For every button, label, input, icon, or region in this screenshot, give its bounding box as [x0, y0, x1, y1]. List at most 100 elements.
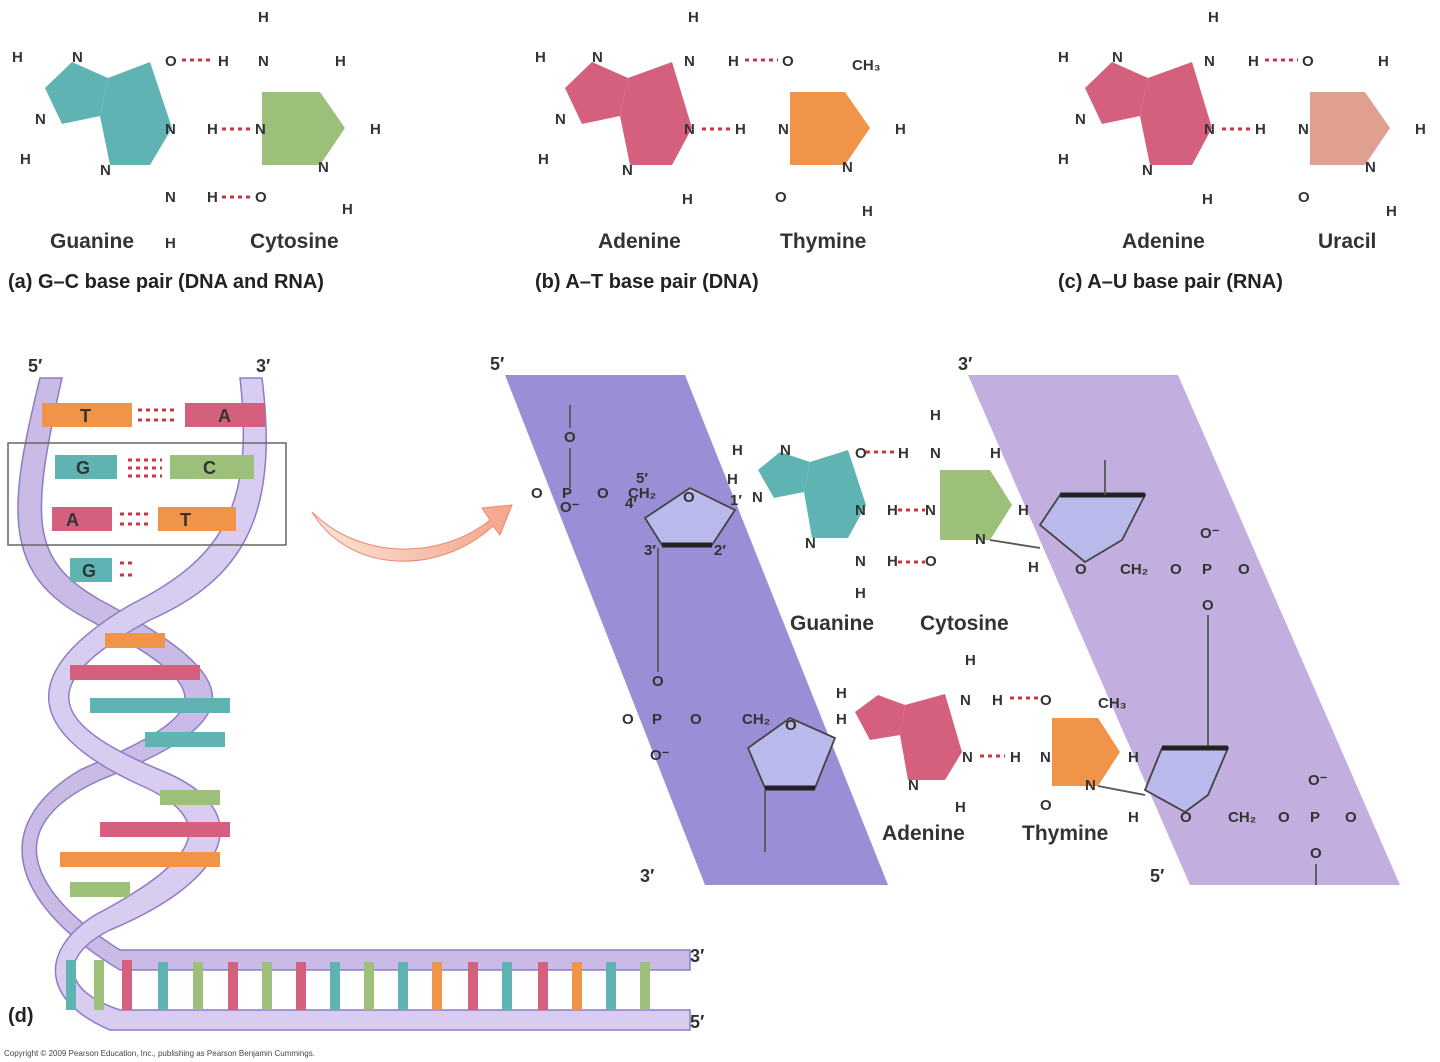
atom-h: H	[1255, 121, 1266, 138]
ladder-rung	[364, 962, 374, 1010]
detail-thymine-label: Thymine	[1022, 822, 1108, 845]
adenine-ring-6	[1140, 62, 1212, 165]
atom-o: O	[564, 429, 576, 446]
atom-n: N	[684, 121, 695, 138]
atom-n: N	[1365, 159, 1376, 176]
atom-h: H	[258, 9, 269, 26]
atom-n: N	[684, 53, 695, 70]
atom-n: N	[1142, 162, 1153, 179]
ladder-rung	[502, 962, 512, 1010]
atom-n: N	[780, 442, 791, 459]
atom-h: H	[992, 692, 1003, 709]
carbon-2: 2′	[714, 542, 726, 559]
atom-p: P	[562, 485, 572, 502]
atom-o: O	[690, 711, 702, 728]
atom-o: O	[1180, 809, 1192, 826]
rung-1-left: T	[80, 406, 91, 426]
detail-view: 5′ 3′ 3′ 5′ O O P O O⁻ CH₂ 5′ O 4′ 3′ 2′…	[490, 354, 1400, 886]
cytosine-ring-detail	[940, 470, 1012, 540]
rung-2-right: C	[203, 458, 216, 478]
atom-h: H	[1028, 559, 1039, 576]
atom-p: P	[1202, 561, 1212, 578]
atom-ch2: CH₂	[1120, 561, 1148, 578]
atom-o: O	[597, 485, 609, 502]
atom-ch2: CH₂	[628, 485, 656, 502]
atom-o: O	[1238, 561, 1250, 578]
atom-n: N	[1298, 121, 1309, 138]
atom-h: H	[1415, 121, 1426, 138]
ladder-rung	[432, 962, 442, 1010]
atom-h: H	[855, 585, 866, 602]
atom-h: H	[887, 502, 898, 519]
caption-b: (b) A–T base pair (DNA)	[535, 271, 759, 293]
panel-b: H N H O CH₃ N H N H H O N H H N N H N Ad…	[535, 9, 906, 293]
atom-h: H	[1208, 9, 1219, 26]
atom-o: O	[1075, 561, 1087, 578]
ladder-rung	[538, 962, 548, 1010]
atom-h: H	[895, 121, 906, 138]
rung-left-base	[70, 558, 112, 582]
atom-h: H	[1010, 749, 1021, 766]
atom-n: N	[1085, 777, 1096, 794]
atom-h: H	[1128, 749, 1139, 766]
detail-3prime-top: 3′	[958, 354, 972, 374]
atom-p: P	[1310, 809, 1320, 826]
uracil-label: Uracil	[1318, 230, 1376, 253]
atom-h: H	[1202, 191, 1213, 208]
atom-o-minus: O⁻	[650, 747, 670, 764]
copyright: Copyright © 2009 Pearson Education, Inc.…	[4, 1049, 315, 1058]
adenine-label: Adenine	[598, 230, 681, 253]
atom-h: H	[728, 53, 739, 70]
atom-o: O	[782, 53, 794, 70]
atom-h: H	[735, 121, 746, 138]
atom-o: O	[1040, 692, 1052, 709]
thymine-label: Thymine	[780, 230, 866, 253]
zoom-box	[7, 442, 287, 546]
atom-o: O	[531, 485, 543, 502]
rung-right-base	[158, 507, 236, 531]
rung-right-base	[170, 455, 254, 479]
panel-d: T A G C A T G	[4, 356, 704, 1058]
ladder-rung	[572, 962, 582, 1010]
atom-n: N	[855, 502, 866, 519]
atom-h: H	[862, 203, 873, 220]
detail-guanine-label: Guanine	[790, 612, 874, 635]
ladder-rung	[640, 962, 650, 1010]
atom-h: H	[1386, 203, 1397, 220]
adenine-ring-6-detail	[900, 694, 962, 780]
panel-d-label: (d)	[8, 1005, 34, 1027]
atom-o: O	[255, 189, 267, 206]
helix-strand-back	[17, 377, 691, 971]
ladder-rung	[330, 962, 340, 1010]
atom-o: O	[1278, 809, 1290, 826]
atom-o: O	[785, 717, 797, 734]
atom-h: H	[990, 445, 1001, 462]
atom-h: H	[727, 471, 738, 488]
carbon-3: 3′	[644, 542, 656, 559]
atom-o: O	[1345, 809, 1357, 826]
ladder-rung	[193, 962, 203, 1010]
cytosine-ring	[262, 92, 345, 165]
atom-h: H	[955, 799, 966, 816]
atom-o: O	[652, 673, 664, 690]
atom-h: H	[836, 685, 847, 702]
atom-n: N	[1075, 111, 1086, 128]
atom-n: N	[960, 692, 971, 709]
atom-o: O	[775, 189, 787, 206]
helix-rung	[70, 665, 200, 680]
rung-3-right: T	[180, 510, 191, 530]
sugar-ring-upper-left	[643, 486, 737, 546]
atom-n: N	[1112, 49, 1123, 66]
atom-h: H	[370, 121, 381, 138]
atom-o: O	[1040, 797, 1052, 814]
adenine-ring-5-detail	[855, 695, 905, 740]
atom-o: O	[855, 445, 867, 462]
cytosine-label: Cytosine	[250, 230, 339, 253]
guanine-ring-5	[45, 62, 108, 124]
rung-2-left: G	[76, 458, 90, 478]
atom-h: H	[165, 235, 176, 252]
helix-rung	[90, 698, 230, 713]
atom-o: O	[622, 711, 634, 728]
atom-n: N	[962, 749, 973, 766]
thymine-ring-detail	[1052, 718, 1120, 786]
